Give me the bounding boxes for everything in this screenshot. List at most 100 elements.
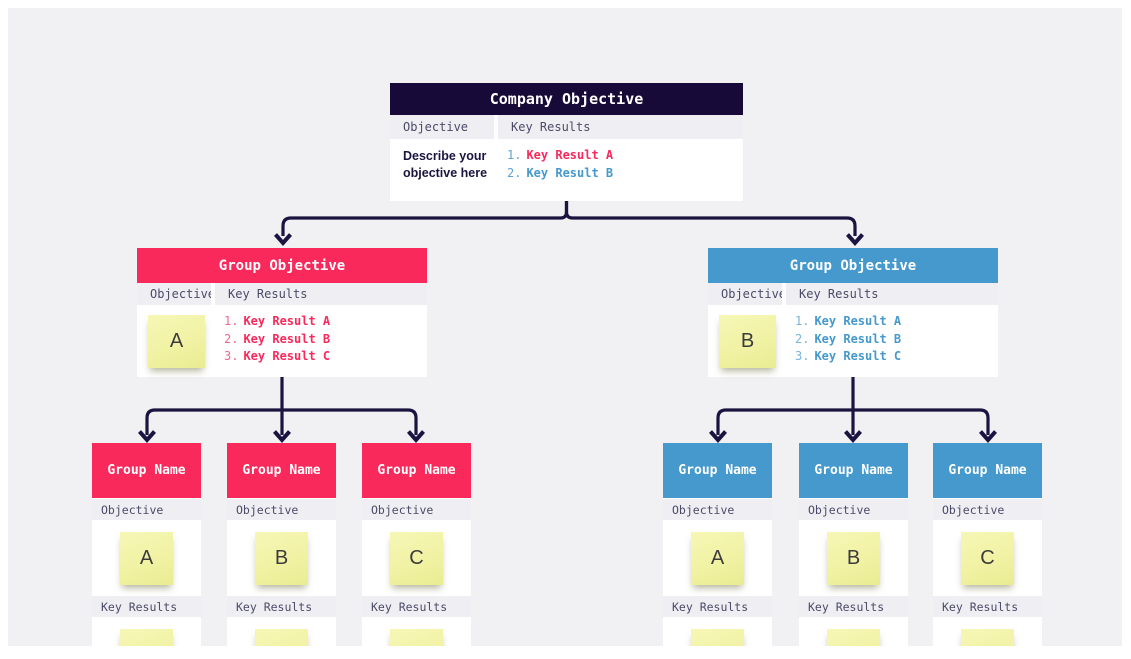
company-objective-card[interactable]: Company Objective Objective Key Results … (390, 83, 743, 201)
key-result-line[interactable]: 2. Key Result B (795, 331, 901, 349)
team-card-title[interactable]: Group Name (227, 443, 336, 498)
arrowhead (407, 430, 425, 444)
arrowhead (709, 430, 727, 444)
sticky-note[interactable]: B (827, 532, 880, 585)
key-result-line[interactable]: 3. Key Result C (224, 348, 330, 366)
sticky-note[interactable]: B (719, 315, 776, 368)
sticky-note[interactable]: A (148, 315, 205, 368)
group-objective-card-right[interactable]: Group Objective Objective Key Results B … (708, 248, 998, 377)
key-result-text[interactable]: Key Result B (526, 165, 614, 180)
key-result-number: 2. (507, 165, 522, 180)
objective-row-label: Objective (799, 498, 908, 522)
key-result-number: 1. (795, 314, 810, 328)
key-results-row-label: Key Results (362, 595, 471, 619)
company-objective-text[interactable]: Describe your objective here (403, 149, 488, 180)
group-card-title[interactable]: Group Objective (708, 248, 998, 283)
key-result-line[interactable]: 1.Key Result A (507, 147, 613, 165)
team-card[interactable]: Group Name Objective A Key Results 1 (663, 443, 772, 646)
key-result-line[interactable]: 2.Key Result B (224, 331, 330, 349)
key-results-cell: 1 (663, 619, 772, 646)
sticky-note[interactable]: 1 (120, 629, 173, 646)
whiteboard-canvas[interactable]: Company Objective Objective Key Results … (8, 8, 1122, 646)
key-results-row-label: Key Results (227, 595, 336, 619)
sticky-note[interactable]: B (255, 532, 308, 585)
sticky-note-text: 2 (276, 644, 287, 646)
team-card-title[interactable]: Group Name (362, 443, 471, 498)
arrowhead (844, 430, 862, 444)
key-results-row-label: Key Results (663, 595, 772, 619)
key-result-text[interactable]: Key Result A (526, 148, 614, 162)
arrowhead (273, 430, 291, 444)
sticky-note[interactable]: 3 (961, 629, 1014, 646)
key-results-cell: 1 (92, 619, 201, 646)
key-result-text[interactable]: Key Result B (814, 331, 902, 346)
sticky-note-text: B (846, 547, 861, 569)
sticky-note[interactable]: 3 (390, 629, 443, 646)
sticky-note-text: B (274, 547, 289, 569)
sticky-note[interactable]: C (961, 532, 1014, 585)
objective-cell: B (708, 307, 782, 368)
team-card-title[interactable]: Group Name (92, 443, 201, 498)
key-result-number: 1. (224, 314, 239, 328)
team-card-title[interactable]: Group Name (799, 443, 908, 498)
arrowhead (274, 233, 292, 247)
company-card-title[interactable]: Company Objective (390, 83, 743, 115)
key-result-text[interactable]: Key Result A (243, 314, 331, 328)
objective-cell: B (799, 522, 908, 595)
team-card[interactable]: Group Name Objective C Key Results 3 (933, 443, 1042, 646)
sticky-note[interactable]: 2 (827, 629, 880, 646)
column-divider (494, 115, 498, 139)
sticky-note[interactable]: 1 (691, 629, 744, 646)
objective-column-label: Objective (708, 283, 786, 305)
sticky-note[interactable]: 2 (255, 629, 308, 646)
key-result-line[interactable]: 1. Key Result A (224, 313, 330, 331)
sticky-note[interactable]: C (390, 532, 443, 585)
key-results-cell: 2 (799, 619, 908, 646)
sticky-note-text: B (740, 330, 755, 352)
sticky-note-text: 1 (712, 644, 723, 646)
team-card-title[interactable]: Group Name (663, 443, 772, 498)
sticky-note[interactable]: A (691, 532, 744, 585)
key-results-row-label: Key Results (799, 595, 908, 619)
key-results-column-label: Key Results (215, 283, 427, 305)
key-result-text[interactable]: Key Result C (814, 349, 902, 363)
team-card[interactable]: Group Name Objective B Key Results 2 (799, 443, 908, 646)
team-card[interactable]: Group Name Objective A Key Results 1 (92, 443, 201, 646)
connector-right-branch (716, 408, 990, 435)
objective-row-label: Objective (227, 498, 336, 522)
sticky-note[interactable]: A (120, 532, 173, 585)
objective-cell: C (362, 522, 471, 595)
key-result-text[interactable]: Key Result C (243, 349, 331, 363)
key-result-text[interactable]: Key Result A (814, 314, 902, 328)
group-card-title[interactable]: Group Objective (137, 248, 427, 283)
group-objective-card-left[interactable]: Group Objective Objective Key Results A … (137, 248, 427, 377)
column-divider (782, 283, 786, 305)
key-result-text[interactable]: Key Result B (243, 331, 331, 346)
key-result-number: 2. (795, 331, 810, 346)
company-key-results-list: 1.Key Result A 2. Key Result B (498, 141, 613, 182)
key-result-line[interactable]: 3. Key Result C (795, 348, 901, 366)
objective-cell: C (933, 522, 1042, 595)
objective-cell: A (92, 522, 201, 595)
sticky-note-text: A (169, 330, 184, 352)
arrowhead (846, 233, 864, 247)
sticky-note-text: A (139, 547, 154, 569)
key-result-line[interactable]: 1. Key Result A (795, 313, 901, 331)
sticky-note-text: 1 (141, 644, 152, 646)
key-result-line[interactable]: 2. Key Result B (507, 165, 613, 183)
sticky-note-text: C (980, 547, 995, 569)
key-result-number: 3. (224, 349, 239, 363)
key-results-row-label: Key Results (933, 595, 1042, 619)
group-key-results-list: 1. Key Result A 2.Key Result B 3. Key Resu… (215, 307, 330, 368)
objective-cell: A (663, 522, 772, 595)
key-results-column-label: Key Results (498, 115, 743, 139)
sticky-note-text: 3 (982, 644, 993, 646)
team-card[interactable]: Group Name Objective C Key Results 3 (362, 443, 471, 646)
team-card-title[interactable]: Group Name (933, 443, 1042, 498)
column-divider (211, 283, 215, 305)
key-result-number: 3. (795, 349, 810, 363)
team-card[interactable]: Group Name Objective B Key Results 2 (227, 443, 336, 646)
key-results-cell: 3 (933, 619, 1042, 646)
objective-cell: A (137, 307, 211, 368)
